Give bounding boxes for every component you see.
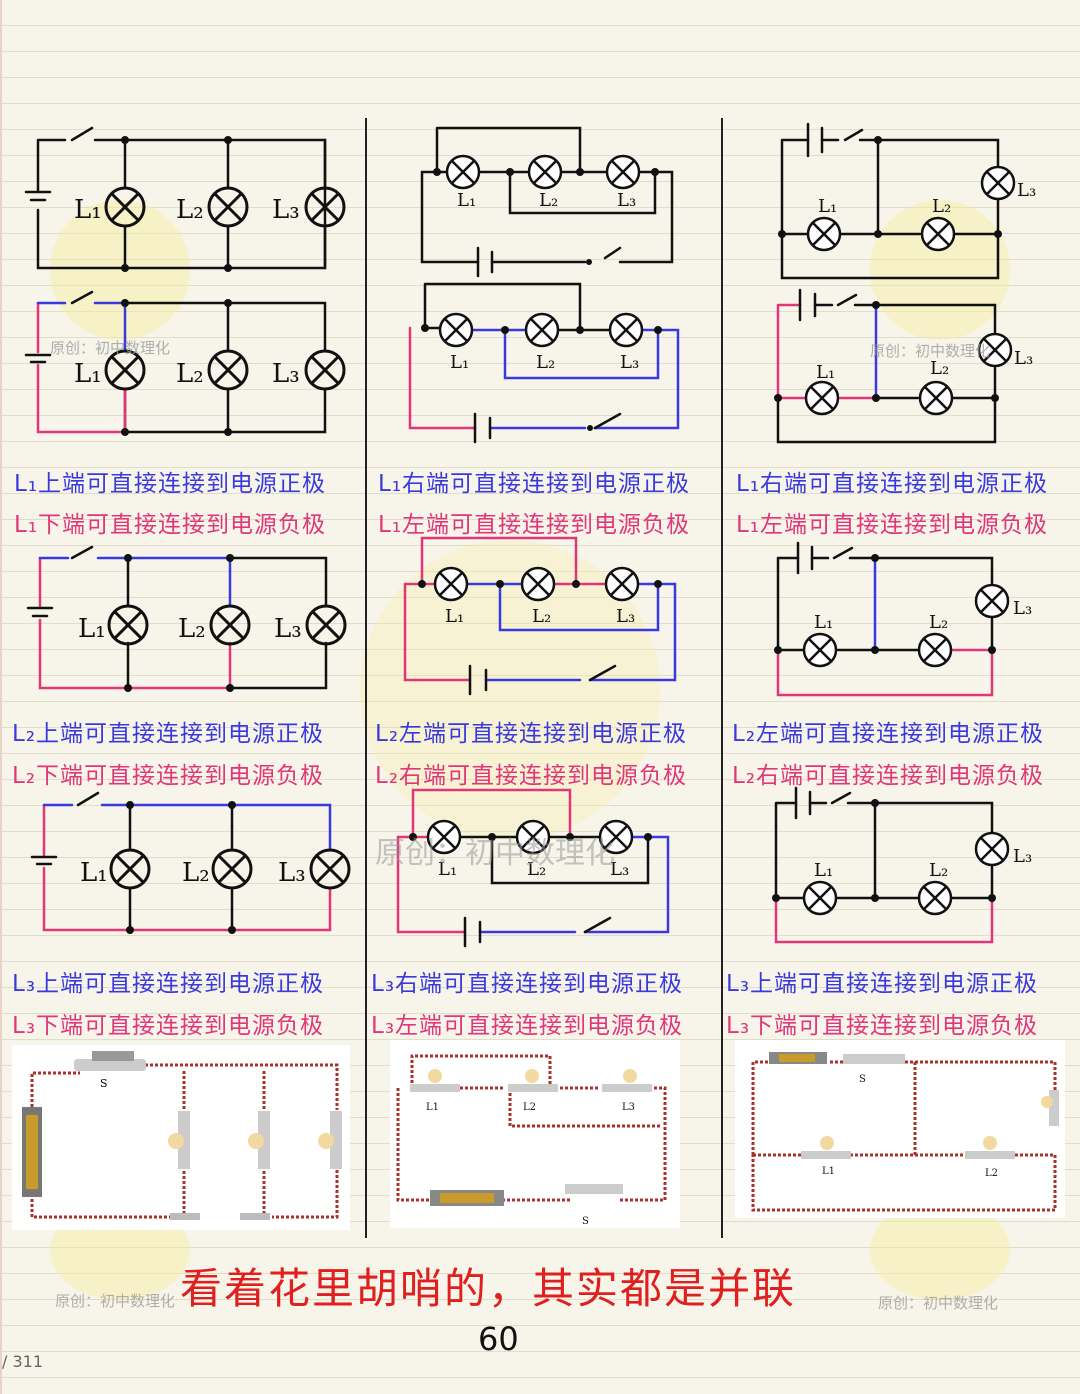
caption-c2r3-bottom: L₃左端可直接连接到电源负极	[371, 1013, 684, 1039]
watermark-text: 原创：初中数理化	[878, 1294, 999, 1312]
page-number: 60	[478, 1320, 519, 1358]
caption-c1r1-bottom: L₁下端可直接连接到电源负极	[14, 512, 327, 538]
caption-c2r1-bottom: L₁左端可直接连接到电源负极	[378, 512, 691, 538]
diagram-c3r3	[774, 786, 994, 944]
lamp-label-l2: L₂	[178, 614, 206, 644]
svg-text:S: S	[859, 1074, 866, 1085]
svg-text:L₂: L₂	[929, 860, 948, 881]
lamp-label-l3: L₃	[274, 614, 302, 644]
svg-text:L₃: L₃	[620, 352, 639, 373]
caption-c2r2-bottom: L₂右端可直接连接到电源负极	[375, 763, 688, 789]
svg-text:L₃: L₃	[617, 190, 636, 211]
caption-c3r3-top: L₃上端可直接连接到电源正极	[726, 971, 1039, 997]
svg-text:L₂: L₂	[536, 352, 555, 373]
svg-text:L₃: L₃	[616, 606, 635, 627]
caption-c2r1-top: L₁右端可直接连接到电源正极	[378, 471, 691, 497]
column-divider-1	[365, 118, 367, 1238]
svg-text:L1: L1	[426, 1102, 439, 1113]
caption-c3r1-top: L₁右端可直接连接到电源正极	[736, 471, 1049, 497]
svg-text:L1: L1	[822, 1166, 835, 1177]
lamp-label-l1: L₁	[74, 359, 102, 389]
lamp-label-l3: L₃	[272, 359, 300, 389]
caption-c2r3-top: L₃右端可直接连接到电源正极	[371, 971, 684, 997]
caption-c1r3-bottom: L₃下端可直接连接到电源负极	[12, 1013, 325, 1039]
svg-text:L₁: L₁	[814, 860, 833, 881]
circuit-photo-1: S	[12, 1045, 350, 1230]
svg-text:L₁: L₁	[818, 196, 837, 217]
svg-text:L₁: L₁	[814, 612, 833, 633]
lamp-label-l3: L₃	[272, 195, 300, 225]
lamp-label-l1: L₁	[80, 858, 108, 888]
svg-text:L2: L2	[985, 1168, 998, 1179]
watermark-text: 原创：初中数理化	[50, 339, 171, 357]
watermark-text: 原创：初中数理化	[55, 1292, 176, 1310]
svg-text:L₂: L₂	[532, 606, 551, 627]
svg-text:L₁: L₁	[457, 190, 476, 211]
caption-c3r1-bottom: L₁左端可直接连接到电源负极	[736, 512, 1049, 538]
caption-c1r3-top: L₃上端可直接连接到电源正极	[12, 971, 325, 997]
svg-text:L₁: L₁	[438, 859, 457, 880]
svg-text:L₃: L₃	[1013, 846, 1032, 867]
lamp-label-l1: L₁	[74, 195, 102, 225]
diagram-c3r1-b	[776, 288, 997, 444]
column-divider-2	[721, 118, 723, 1238]
lamp-label-l1: L₁	[78, 614, 106, 644]
page-count: / 311	[2, 1352, 44, 1371]
svg-text:L3: L3	[622, 1102, 635, 1113]
diagram-c1r1-a	[24, 126, 327, 270]
caption-c3r2-top: L₂左端可直接连接到电源正极	[732, 721, 1045, 747]
margin-line	[0, 0, 2, 1394]
diagram-c2r3	[396, 788, 670, 948]
lamp-label-l2: L₂	[182, 858, 210, 888]
svg-text:L₂: L₂	[930, 358, 949, 379]
lamp-label-l3: L₃	[278, 858, 306, 888]
watermark-text: 原创：初中数理化	[375, 836, 615, 871]
svg-text:L₃: L₃	[1017, 180, 1036, 201]
svg-text:L2: L2	[523, 1102, 536, 1113]
caption-c1r2-top: L₂上端可直接连接到电源正极	[12, 721, 325, 747]
svg-text:L₁: L₁	[445, 606, 464, 627]
caption-c1r1-top: L₁上端可直接连接到电源正极	[14, 471, 327, 497]
caption-c1r2-bottom: L₂下端可直接连接到电源负极	[12, 763, 325, 789]
diagram-c1r3	[30, 791, 332, 932]
svg-text:L₁: L₁	[816, 362, 835, 383]
circuit-photo-3: S L1 L2	[735, 1040, 1065, 1218]
svg-text:L₂: L₂	[539, 190, 558, 211]
svg-text:L₂: L₂	[527, 859, 546, 880]
caption-c3r3-bottom: L₃下端可直接连接到电源负极	[726, 1013, 1039, 1039]
caption-c2r2-top: L₂左端可直接连接到电源正极	[375, 721, 688, 747]
footer-title: 看着花里胡哨的，其实都是并联	[180, 1264, 797, 1313]
svg-text:L₃: L₃	[1013, 598, 1032, 619]
diagram-c3r1-a	[780, 122, 1000, 280]
svg-text:L₃: L₃	[610, 859, 629, 880]
diagram-c3r2	[776, 541, 994, 697]
svg-text:L₂: L₂	[929, 612, 948, 633]
svg-text:L₃: L₃	[1014, 348, 1033, 369]
svg-text:L₂: L₂	[932, 196, 951, 217]
diagram-c2r1-b	[408, 282, 680, 444]
circuit-diagrams: L₁ L₂ L₃ L₁ L₂ L₃ L₁ L₂ L₃ L₁ L₂ L₃ L₁ L₂ L₃ L₁ L₂ L…	[24, 122, 1036, 948]
svg-text:S: S	[582, 1216, 589, 1227]
circuit-photo-2: L1 L2 L3 S	[390, 1040, 680, 1228]
svg-text:L₁: L₁	[450, 352, 469, 373]
caption-c3r2-bottom: L₂右端可直接连接到电源负极	[732, 763, 1045, 789]
lamp-label-l2: L₂	[176, 359, 204, 389]
emoji-watermark	[50, 200, 190, 340]
lamp-label-l2: L₂	[176, 195, 204, 225]
watermark-text: 原创：初中数理化	[870, 342, 991, 360]
photo-label-s: S	[100, 1077, 108, 1090]
